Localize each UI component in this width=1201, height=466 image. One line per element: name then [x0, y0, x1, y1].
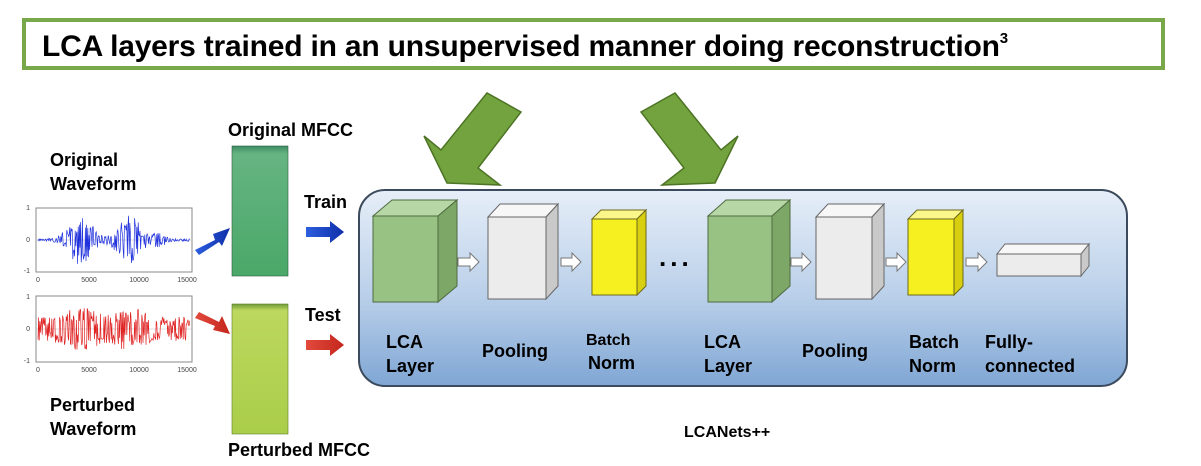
lca-layer-label-1-line2: Layer — [386, 356, 435, 376]
batch-norm-label-1-line2: Norm — [588, 353, 636, 373]
wave-pert-trace — [37, 308, 191, 350]
model-name-label: LCANets++ — [684, 424, 771, 441]
train-arrow — [306, 221, 344, 243]
batch-norm-label-1: Batch Norm — [586, 330, 635, 374]
connector-arrow-1 — [457, 251, 480, 273]
perturbed-waveform-title-line1: Perturbed — [50, 395, 136, 415]
perturbed-waveform-title: Perturbed Waveform — [50, 393, 136, 441]
lca-layer-label-1: LCA Layer — [386, 330, 434, 378]
pert-ytick-0: 0 — [26, 326, 30, 333]
fully-connected-label-line1: Fully- — [985, 332, 1033, 352]
orig-ytick-0: 0 — [26, 237, 30, 244]
green-arrow-right — [639, 92, 739, 186]
banner-title: LCA layers trained in an unsupervised ma… — [42, 30, 1008, 64]
orig-xtick-0: 0 — [36, 277, 40, 284]
original-waveform-line — [37, 215, 190, 264]
batch-norm-cube-2 — [906, 208, 965, 297]
layer-ellipsis: ... — [659, 242, 693, 272]
perturbed-mfcc-image — [231, 303, 289, 435]
connector-arrow-5 — [965, 251, 988, 273]
lca-layer-cube-1 — [371, 198, 459, 304]
batch-norm-label-2: Batch Norm — [909, 330, 959, 378]
orig-ytick-neg1: -1 — [24, 268, 30, 275]
fully-connected-label: Fully- connected — [985, 330, 1075, 378]
orig-xtick-5000: 5000 — [81, 277, 97, 284]
orig-xtick-10000: 10000 — [129, 277, 149, 284]
test-label: Test — [305, 305, 341, 325]
connector-arrow-2 — [560, 251, 582, 273]
banner-title-text: LCA layers trained in an unsupervised ma… — [42, 30, 1000, 63]
original-waveform-title-line2: Waveform — [50, 174, 137, 194]
orig-xtick-15000: 15000 — [177, 277, 197, 284]
original-waveform-title-line1: Original — [50, 150, 119, 170]
batch-norm-label-2-line1: Batch — [909, 332, 960, 352]
pert-xtick-5000: 5000 — [81, 367, 97, 374]
original-mfcc-image — [231, 145, 289, 277]
perturbed-waveform-title-line2: Waveform — [50, 419, 137, 439]
connector-arrow-4 — [885, 251, 907, 273]
original-waveform-plot — [35, 207, 193, 273]
banner-footnote: 3 — [999, 30, 1008, 47]
pert-ytick-neg1: -1 — [24, 358, 30, 365]
pooling-label-1: Pooling — [482, 341, 548, 361]
original-waveform-title: Original Waveform — [50, 148, 136, 196]
test-arrow — [306, 334, 344, 356]
fully-connected-block — [995, 242, 1091, 278]
lca-layer-label-1-line1: LCA — [386, 332, 423, 352]
perturbed-mfcc-label: Perturbed MFCC — [228, 440, 371, 460]
pooling-label-2: Pooling — [802, 341, 868, 361]
lca-layer-label-2: LCA Layer — [704, 330, 752, 378]
connector-arrow-3 — [790, 251, 812, 273]
pooling-cube-2 — [814, 202, 886, 301]
original-mfcc-label: Original MFCC — [228, 120, 353, 140]
lca-layer-label-2-line1: LCA — [704, 332, 741, 352]
blue-arrow-to-mfcc — [195, 228, 230, 255]
train-label: Train — [304, 192, 348, 212]
title-banner: LCA layers trained in an unsupervised ma… — [22, 18, 1165, 70]
wave-orig-trace — [37, 215, 190, 264]
batch-norm-label-1-line1: Batch — [586, 332, 631, 349]
orig-ytick-1: 1 — [26, 205, 30, 212]
pooling-cube-1 — [486, 202, 560, 301]
lca-layer-cube-2 — [706, 198, 792, 304]
lca-layer-label-2-line2: Layer — [704, 356, 753, 376]
pert-xtick-0: 0 — [36, 367, 40, 374]
green-arrow-left — [423, 92, 523, 186]
perturbed-waveform-line — [37, 308, 191, 350]
batch-norm-label-2-line2: Norm — [909, 356, 957, 376]
pert-xtick-10000: 10000 — [129, 367, 149, 374]
fully-connected-label-line2: connected — [985, 356, 1076, 376]
perturbed-waveform-plot — [35, 295, 193, 363]
red-arrow-to-mfcc — [195, 312, 230, 334]
pert-xtick-15000: 15000 — [177, 367, 197, 374]
pert-ytick-1: 1 — [26, 294, 30, 301]
batch-norm-cube-1 — [590, 208, 648, 297]
